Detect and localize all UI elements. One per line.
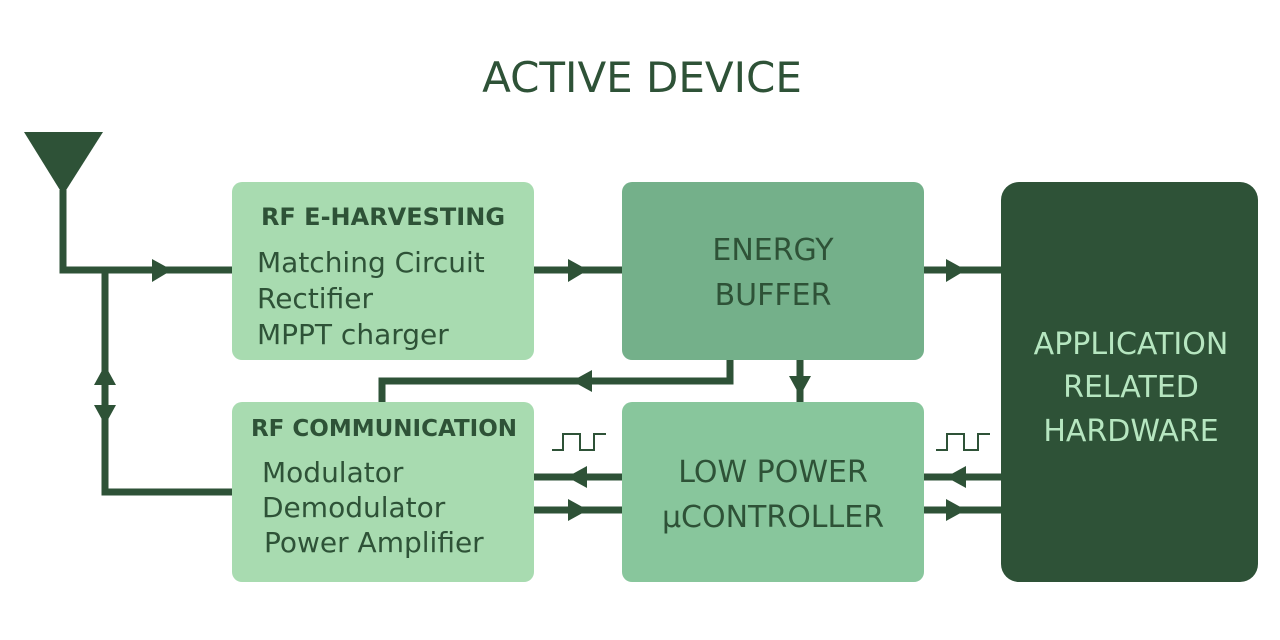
microcontroller-block: LOW POWER µCONTROLLER bbox=[622, 402, 924, 582]
block-item: Rectifier bbox=[257, 282, 373, 315]
arrow-right-icon bbox=[946, 499, 966, 521]
square-wave-icon bbox=[552, 433, 606, 451]
arrow-right-icon bbox=[568, 499, 588, 521]
block-heading: RF COMMUNICATION bbox=[251, 416, 517, 442]
arrow-right-icon bbox=[568, 259, 588, 282]
arrow-right-icon bbox=[152, 259, 172, 282]
block-label: BUFFER bbox=[715, 278, 832, 313]
block-item: Demodulator bbox=[262, 491, 446, 524]
block-item: Matching Circuit bbox=[257, 246, 485, 279]
energy-buffer-block: ENERGY BUFFER bbox=[622, 182, 924, 360]
block-item: MPPT charger bbox=[257, 318, 449, 351]
block-item: Modulator bbox=[262, 456, 404, 489]
arrow-left-icon bbox=[946, 466, 966, 488]
arrow-down-icon bbox=[789, 376, 811, 396]
block-label: µCONTROLLER bbox=[662, 500, 884, 535]
arrowheads bbox=[94, 259, 966, 521]
arrow-down-icon bbox=[94, 405, 116, 425]
arrow-up-icon bbox=[94, 365, 116, 385]
rf-communication-block: RF COMMUNICATION Modulator Demodulator P… bbox=[232, 402, 534, 582]
antenna-icon bbox=[24, 132, 103, 195]
block-label: LOW POWER bbox=[678, 455, 868, 490]
block-label: ENERGY bbox=[712, 233, 834, 268]
rf-harvesting-block: RF E-HARVESTING Matching Circuit Rectifi… bbox=[232, 182, 534, 360]
arrow-left-icon bbox=[567, 466, 587, 488]
arrow-left-icon bbox=[572, 370, 592, 392]
block-label: APPLICATION bbox=[1034, 327, 1229, 362]
block-heading: RF E-HARVESTING bbox=[261, 203, 505, 231]
arrow-right-icon bbox=[946, 259, 966, 282]
block-label: RELATED bbox=[1063, 370, 1199, 405]
block-label: HARDWARE bbox=[1043, 414, 1218, 449]
square-wave-icon bbox=[936, 433, 990, 451]
diagram-title: ACTIVE DEVICE bbox=[482, 53, 802, 102]
block-item: Power Amplifier bbox=[264, 526, 484, 559]
application-hardware-block: APPLICATION RELATED HARDWARE bbox=[1001, 182, 1258, 582]
